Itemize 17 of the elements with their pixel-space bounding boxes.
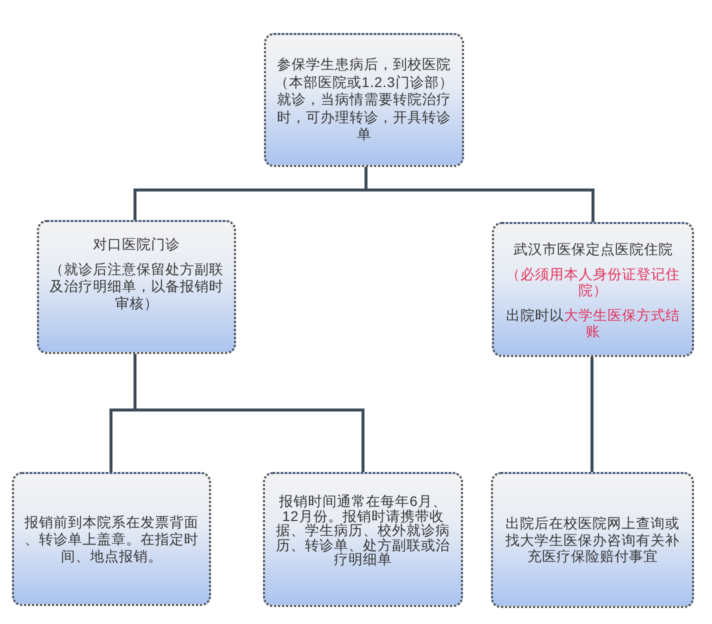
connector-line <box>590 357 594 472</box>
process-box <box>492 222 694 357</box>
box-text: 参保学生患病后，到校医院（本部医院或1.2.3门诊部）就诊，当病情需要转院治疗时，可办理转诊，开具转诊单 <box>274 56 454 144</box>
box-heading: 对口医院门诊 <box>92 236 181 253</box>
box-text: 报销前到本院系在发票背面、转诊单上盖章。在指定时间、地点报销。 <box>24 514 200 564</box>
process-box <box>264 33 464 167</box>
box-text: 报销时间通常在每年6月、12月份。报销时请携带收据、学生病历、校外就诊病历、转诊单、处方副联或治疗明细单 <box>275 494 451 566</box>
process-box <box>491 472 694 608</box>
box-text: 出院时以大学生医保方式结账 <box>505 306 681 338</box>
process-box <box>37 220 236 354</box>
box-text: 出院后在校医院网上查询或找大学生医保办咨询有关补充医疗保险赔付事宜 <box>504 515 680 565</box>
box-text: （就诊后注意保留处方副联及治疗明细单，以备报销时审核） <box>48 261 224 312</box>
note-text: （必须用本人身份证登记住院） <box>505 266 681 298</box>
box-heading: 武汉市医保定点医院住院 <box>512 240 674 256</box>
connector-line <box>134 354 364 472</box>
process-box <box>12 472 211 606</box>
process-box <box>263 472 463 607</box>
